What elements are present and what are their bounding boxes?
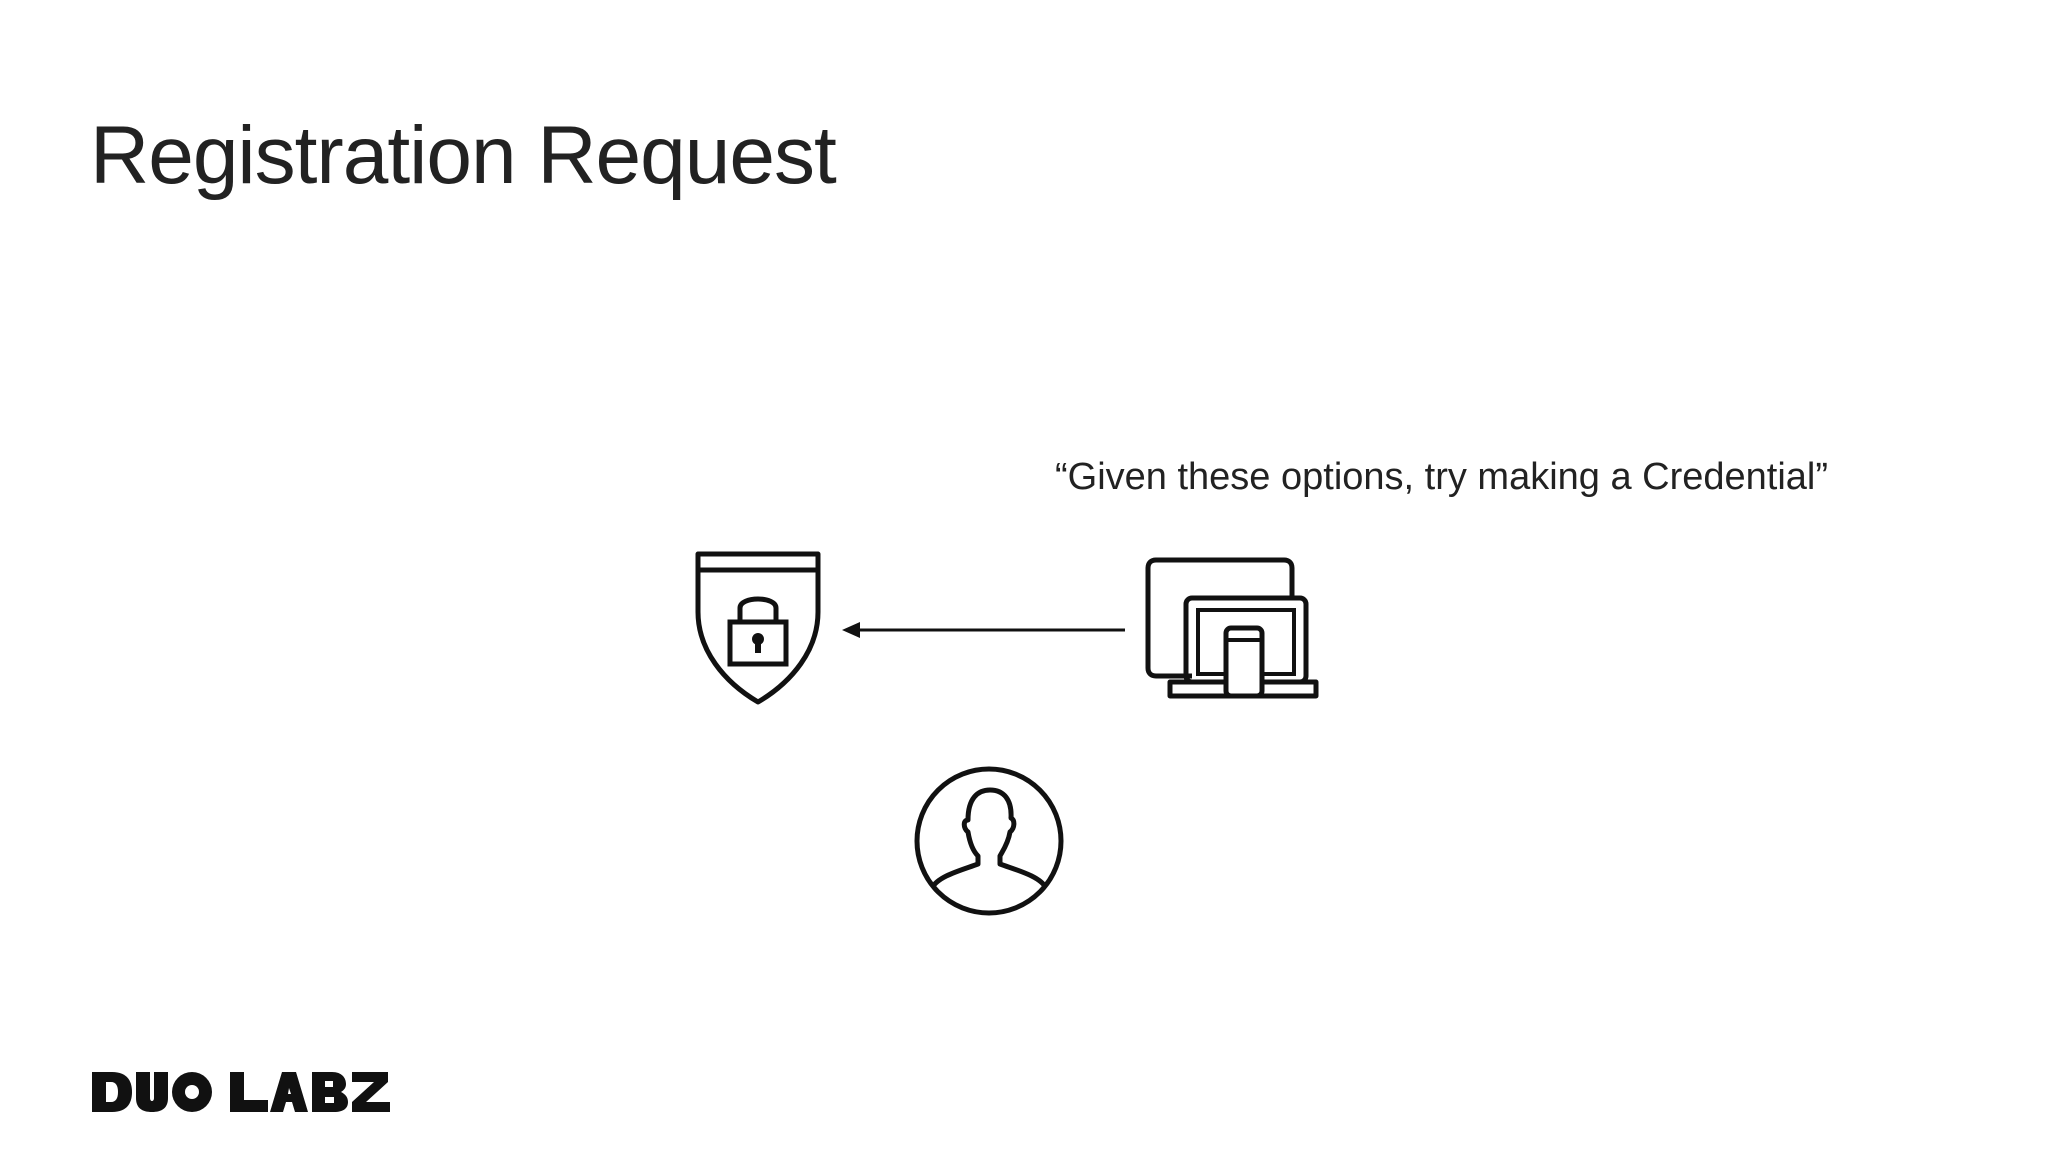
message-label: “Given these options, try making a Crede… [1055,456,1829,498]
duo-labs-logo [92,1072,390,1112]
page-title: Registration Request [90,110,837,201]
devices-icon [1145,557,1319,699]
user-avatar-icon [914,766,1064,916]
request-arrow [842,622,1125,638]
shield-lock-icon [695,551,821,705]
